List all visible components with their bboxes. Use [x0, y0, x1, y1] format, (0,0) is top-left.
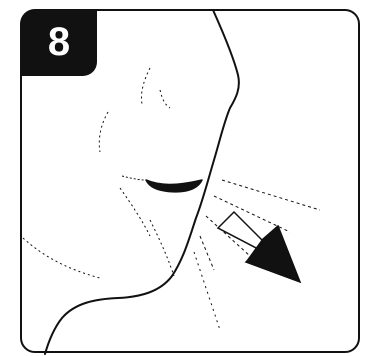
neck-line: [23, 238, 100, 278]
step-number-badge: 8: [21, 10, 97, 76]
nose-sketch: [141, 68, 170, 108]
jaw-sketch: [120, 188, 174, 276]
mouth: [146, 180, 202, 192]
step-number: 8: [48, 22, 70, 62]
mouth-corner: [122, 176, 146, 180]
arrow-down-right-icon: [218, 212, 300, 282]
cheek-sketch: [99, 112, 108, 152]
